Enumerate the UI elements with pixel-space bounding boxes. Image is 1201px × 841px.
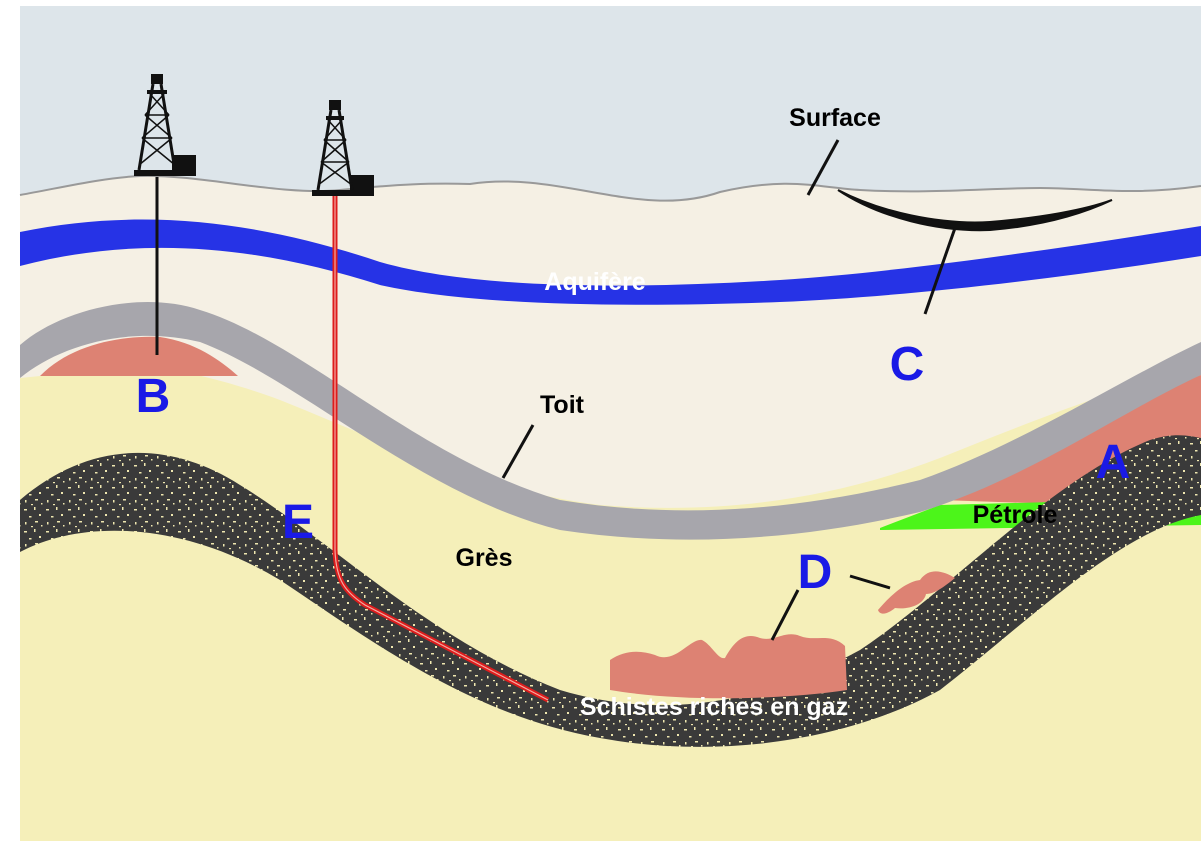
marker-d-leader-line-1 bbox=[770, 589, 800, 641]
marker-b: B bbox=[136, 370, 171, 423]
surface-line bbox=[19, 174, 1201, 202]
shale-layer bbox=[20, 435, 1201, 747]
gas-pocket-d-small bbox=[878, 571, 955, 614]
well-pipe-e-core bbox=[334, 195, 549, 701]
caprock-layer bbox=[20, 302, 1201, 540]
surface-label: Surface bbox=[789, 104, 881, 132]
marker-d: D bbox=[798, 546, 833, 599]
coal-lens-c bbox=[837, 189, 1113, 232]
marker-a: A bbox=[1096, 436, 1131, 489]
gas-pocket-d-large bbox=[610, 634, 847, 699]
aquifer-label: Aquifère bbox=[544, 268, 646, 296]
caprock-label: Toit bbox=[540, 391, 585, 419]
surface-leader-line bbox=[806, 139, 840, 196]
gas-trap-b bbox=[40, 336, 238, 376]
sandstone-label: Grès bbox=[456, 544, 513, 572]
aquifer-layer bbox=[20, 219, 1201, 305]
marker-c: C bbox=[890, 338, 925, 391]
oil-derrick-b-icon bbox=[134, 74, 196, 176]
marker-c-leader-line bbox=[923, 227, 957, 315]
oil-derrick-e-icon bbox=[312, 100, 374, 196]
marker-d-leader-line-2 bbox=[849, 574, 891, 590]
sandstone-layer bbox=[20, 361, 1201, 841]
oil-label: Pétrole bbox=[973, 501, 1058, 529]
shale-label: Schistes riches en gaz bbox=[580, 693, 848, 721]
caprock-leader-line bbox=[501, 424, 535, 479]
marker-e: E bbox=[282, 496, 314, 549]
